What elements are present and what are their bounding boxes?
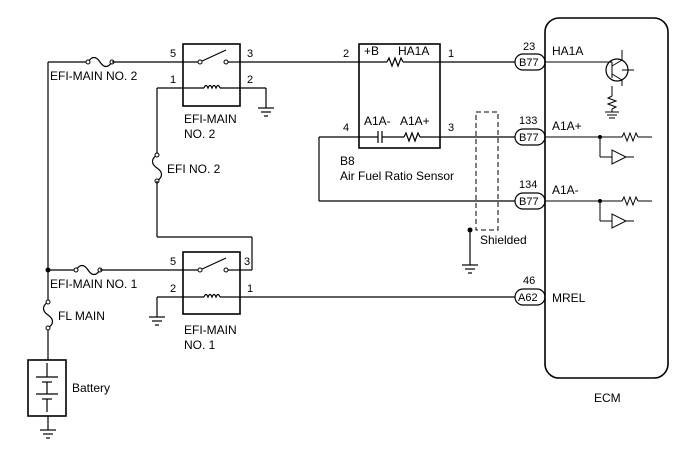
fl-main-fuse — [42, 299, 54, 331]
ecm-pin-23: 23 — [523, 41, 535, 53]
relay2-label-line2: NO. 2 — [184, 127, 216, 141]
sensor-ha1a-label: HA1A — [398, 44, 429, 58]
a1a-minus-input-icon — [545, 195, 652, 229]
relay1-pin-2: 2 — [170, 283, 176, 295]
connector-a1a-minus: B77 — [514, 192, 546, 210]
ecm-mrel-label: MREL — [552, 291, 586, 305]
sensor-name: Air Fuel Ratio Sensor — [340, 169, 454, 183]
connector-ha1a: B77 — [514, 53, 546, 71]
sensor-a1a-plus-label: A1A+ — [400, 114, 430, 128]
ecm-a1a-minus-label: A1A- — [552, 183, 579, 197]
relay1-label-line2: NO. 1 — [184, 338, 216, 352]
efi-main-no1-fuse-label: EFI-MAIN NO. 1 — [50, 277, 138, 291]
ecm-a1a-plus-label: A1A+ — [552, 119, 582, 133]
connector-a1a-plus: B77 — [514, 128, 546, 146]
efi-no2-fuse — [151, 87, 253, 271]
connector-a1a-minus-code: B77 — [519, 196, 539, 208]
sensor-code: B8 — [340, 154, 355, 168]
relay2-pin-1: 1 — [170, 74, 176, 86]
sensor-pin-2: 2 — [343, 48, 349, 60]
efi-main-no2-fuse — [48, 56, 183, 68]
sensor-plus-b-label: +B — [364, 44, 379, 58]
sensor-pin-1: 1 — [448, 48, 454, 60]
battery-label: Battery — [72, 381, 110, 395]
af-sensor — [319, 43, 517, 149]
shield-ground-icon — [462, 264, 478, 274]
transistor-icon — [545, 50, 634, 119]
a1a-plus-input-icon — [545, 131, 652, 165]
relay1-pin-1: 1 — [247, 283, 253, 295]
connector-mrel: A62 — [514, 288, 546, 306]
relay2-pin-3: 3 — [247, 48, 253, 60]
ecm-ha1a-label: HA1A — [552, 44, 583, 58]
ecm-pin-46: 46 — [523, 275, 535, 287]
relay1-label-line1: EFI-MAIN — [184, 323, 237, 337]
connector-ha1a-code: B77 — [519, 57, 539, 69]
shield-label: Shielded — [480, 233, 527, 247]
efi-no2-fuse-label: EFI NO. 2 — [167, 162, 221, 176]
relay-efi-main-no1 — [182, 251, 241, 315]
fl-main-fuse-label: FL MAIN — [58, 309, 105, 323]
relay-efi-main-no2 — [182, 43, 241, 107]
connector-a1a-plus-code: B77 — [519, 132, 539, 144]
ecm-box — [544, 17, 669, 379]
connector-mrel-code: A62 — [518, 292, 538, 304]
relay1-pin-5: 5 — [170, 256, 176, 268]
ecm-label: ECM — [594, 391, 621, 405]
sensor-pin-4: 4 — [343, 122, 349, 134]
relay1-ground-icon — [149, 296, 183, 326]
relay2-ground-icon — [240, 87, 274, 117]
ecm-pin-133: 133 — [519, 115, 537, 127]
efi-main-no1-fuse — [48, 264, 183, 276]
relay1-pin-3: 3 — [244, 256, 250, 268]
wire-a1a-minus — [318, 137, 517, 202]
sensor-a1a-minus-label: A1A- — [364, 114, 391, 128]
relay2-label-line1: EFI-MAIN — [184, 112, 237, 126]
relay2-pin-5: 5 — [170, 48, 176, 60]
relay2-pin-2: 2 — [247, 74, 253, 86]
sensor-pin-3: 3 — [448, 122, 454, 134]
battery — [27, 359, 67, 430]
battery-ground-icon — [40, 429, 56, 439]
shield — [467, 111, 499, 265]
ecm-pin-134: 134 — [519, 179, 537, 191]
efi-main-no2-fuse-label: EFI-MAIN NO. 2 — [50, 69, 138, 83]
